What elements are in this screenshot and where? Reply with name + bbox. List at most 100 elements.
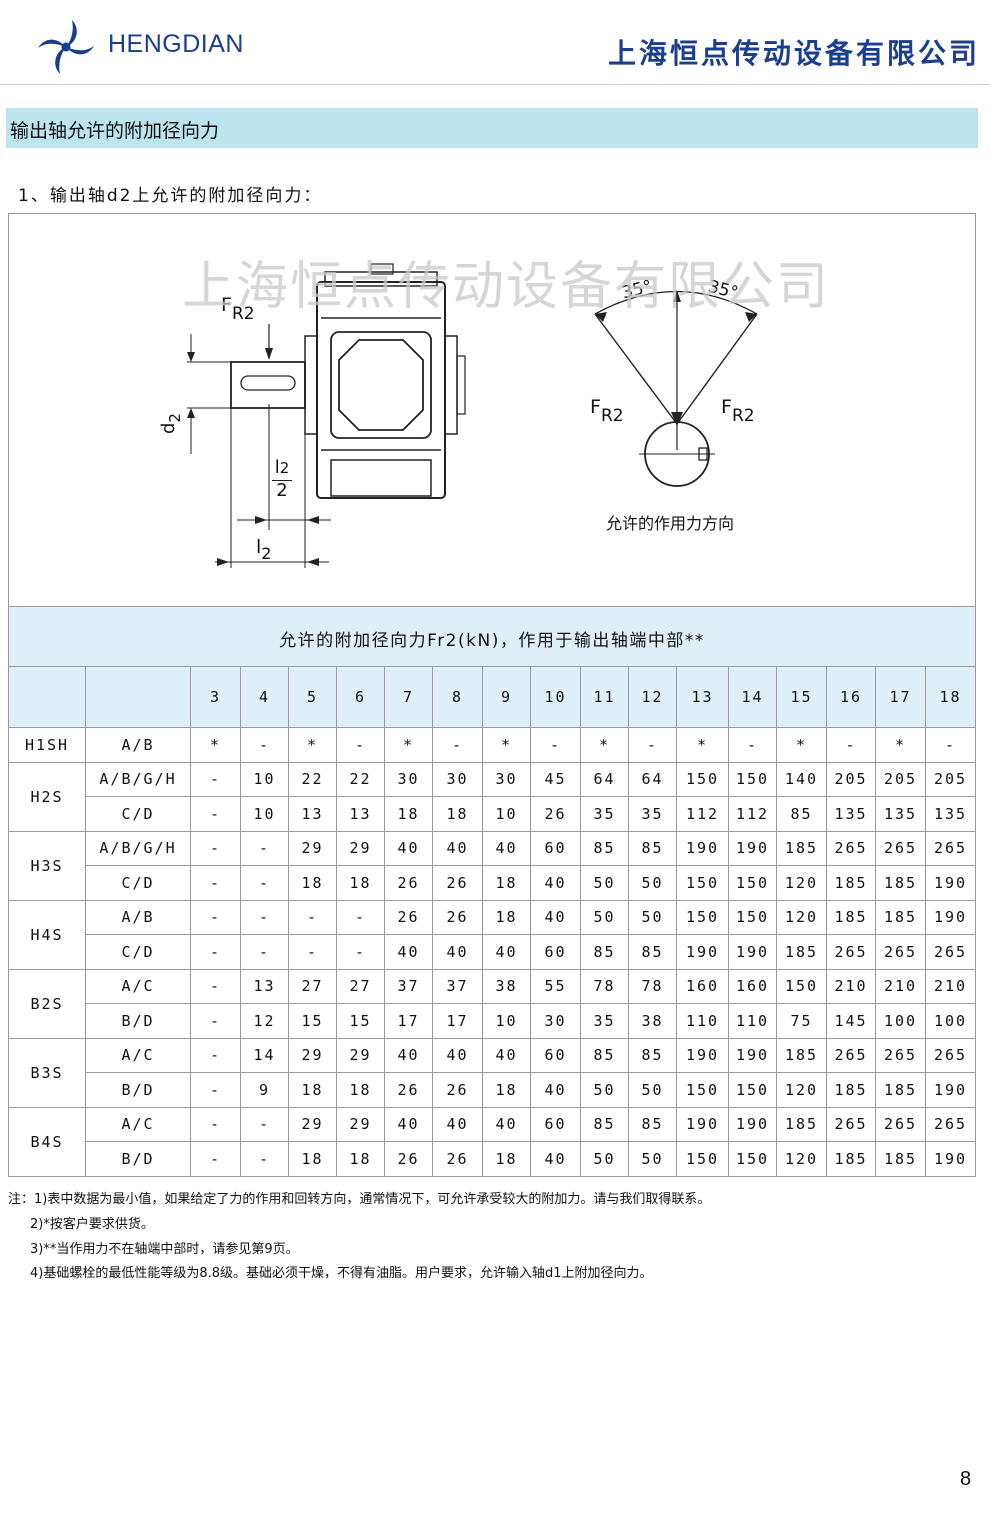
force-value-cell: 12: [240, 1003, 289, 1039]
force-value-cell: 50: [580, 1072, 629, 1108]
force-value-cell: 190: [925, 1072, 976, 1108]
size-header-cell: 3: [190, 666, 241, 728]
force-value-cell: 60: [530, 1037, 581, 1073]
size-header-cell: 17: [875, 666, 926, 728]
force-value-cell: -: [925, 727, 976, 763]
force-value-cell: 265: [875, 1106, 926, 1142]
force-value-cell: -: [240, 1141, 289, 1177]
model-cell: H3S: [8, 830, 86, 901]
force-value-cell: 135: [826, 796, 876, 832]
size-header-cell: 4: [240, 666, 289, 728]
force-value-cell: 140: [776, 761, 827, 797]
force-value-cell: 10: [240, 796, 289, 832]
force-value-cell: 85: [628, 830, 677, 866]
force-value-cell: 18: [288, 865, 337, 901]
model-cell: B2S: [8, 968, 86, 1039]
force-value-cell: 40: [530, 1072, 581, 1108]
header-cell-model: [8, 666, 86, 728]
note-2: 2)*按客户要求供货。: [30, 1217, 154, 1232]
force-value-cell: 26: [432, 1141, 483, 1177]
d-subscript: 2: [166, 413, 184, 423]
d2-label: d2: [158, 413, 184, 434]
force-value-cell: 22: [288, 761, 337, 797]
force-value-cell: 85: [628, 1037, 677, 1073]
force-value-cell: 15: [336, 1003, 385, 1039]
force-value-cell: 40: [482, 1106, 531, 1142]
size-header-cell: 8: [432, 666, 483, 728]
variant-cell: A/B/G/H: [85, 830, 191, 866]
force-value-cell: 85: [628, 934, 677, 970]
force-value-cell: -: [190, 899, 241, 935]
force-value-cell: 135: [925, 796, 976, 832]
force-subscript: R2: [600, 406, 624, 426]
force-value-cell: 190: [925, 1141, 976, 1177]
force-value-cell: 85: [580, 1037, 629, 1073]
force-value-cell: 18: [432, 796, 483, 832]
l-subscript: 2: [261, 544, 272, 563]
force-value-cell: 190: [676, 1106, 729, 1142]
force-value-cell: 29: [288, 830, 337, 866]
force-value-cell: 185: [875, 1141, 926, 1177]
force-value-cell: 13: [240, 968, 289, 1004]
force-value-cell: 26: [530, 796, 581, 832]
size-header-cell: 5: [288, 666, 337, 728]
force-value-cell: 190: [728, 934, 777, 970]
force-value-cell: 50: [628, 1141, 677, 1177]
force-value-cell: 26: [432, 1072, 483, 1108]
variant-cell: A/B: [85, 727, 191, 763]
brand-name: HENGDIAN: [108, 30, 244, 58]
force-symbol: F: [221, 294, 232, 316]
force-value-cell: -: [336, 899, 385, 935]
size-header-cell: 16: [826, 666, 876, 728]
force-value-cell: 60: [530, 1106, 581, 1142]
d-symbol: d: [158, 422, 179, 434]
force-value-cell: 265: [925, 830, 976, 866]
force-value-cell: 40: [384, 1106, 433, 1142]
force-value-cell: 27: [288, 968, 337, 1004]
force-value-cell: *: [776, 727, 827, 763]
force-value-cell: 85: [580, 934, 629, 970]
force-value-cell: 50: [580, 899, 629, 935]
l-symbol: l: [274, 457, 280, 478]
section-bar: [6, 108, 978, 148]
force-value-cell: 40: [530, 1141, 581, 1177]
force-value-cell: *: [288, 727, 337, 763]
force-value-cell: 100: [925, 1003, 976, 1039]
force-subscript: R2: [731, 406, 755, 426]
force-value-cell: 26: [384, 865, 433, 901]
header-divider: [0, 84, 990, 85]
force-value-cell: -: [190, 968, 241, 1004]
force-value-cell: 18: [288, 1072, 337, 1108]
force-value-cell: 40: [482, 1037, 531, 1073]
force-value-cell: -: [240, 727, 289, 763]
force-value-cell: -: [190, 1106, 241, 1142]
force-value-cell: -: [336, 727, 385, 763]
header-cell-variant: [85, 666, 191, 728]
size-header-cell: 11: [580, 666, 629, 728]
force-value-cell: 112: [728, 796, 777, 832]
force-value-cell: 112: [676, 796, 729, 832]
force-value-cell: 150: [676, 1141, 729, 1177]
force-value-cell: 185: [776, 934, 827, 970]
force-value-cell: 190: [676, 1037, 729, 1073]
force-value-cell: 26: [384, 1072, 433, 1108]
force-value-cell: 120: [776, 1072, 827, 1108]
force-value-cell: 120: [776, 899, 827, 935]
force-value-cell: 26: [432, 899, 483, 935]
force-value-cell: 60: [530, 934, 581, 970]
force-value-cell: 38: [628, 1003, 677, 1039]
force-value-cell: 265: [875, 830, 926, 866]
force-value-cell: 35: [580, 1003, 629, 1039]
force-value-cell: 10: [240, 761, 289, 797]
force-value-cell: 40: [432, 934, 483, 970]
force-value-cell: -: [190, 1003, 241, 1039]
force-value-cell: -: [190, 796, 241, 832]
force-value-cell: 35: [580, 796, 629, 832]
force-value-cell: 50: [580, 865, 629, 901]
force-value-cell: 160: [728, 968, 777, 1004]
force-value-cell: 185: [776, 1037, 827, 1073]
